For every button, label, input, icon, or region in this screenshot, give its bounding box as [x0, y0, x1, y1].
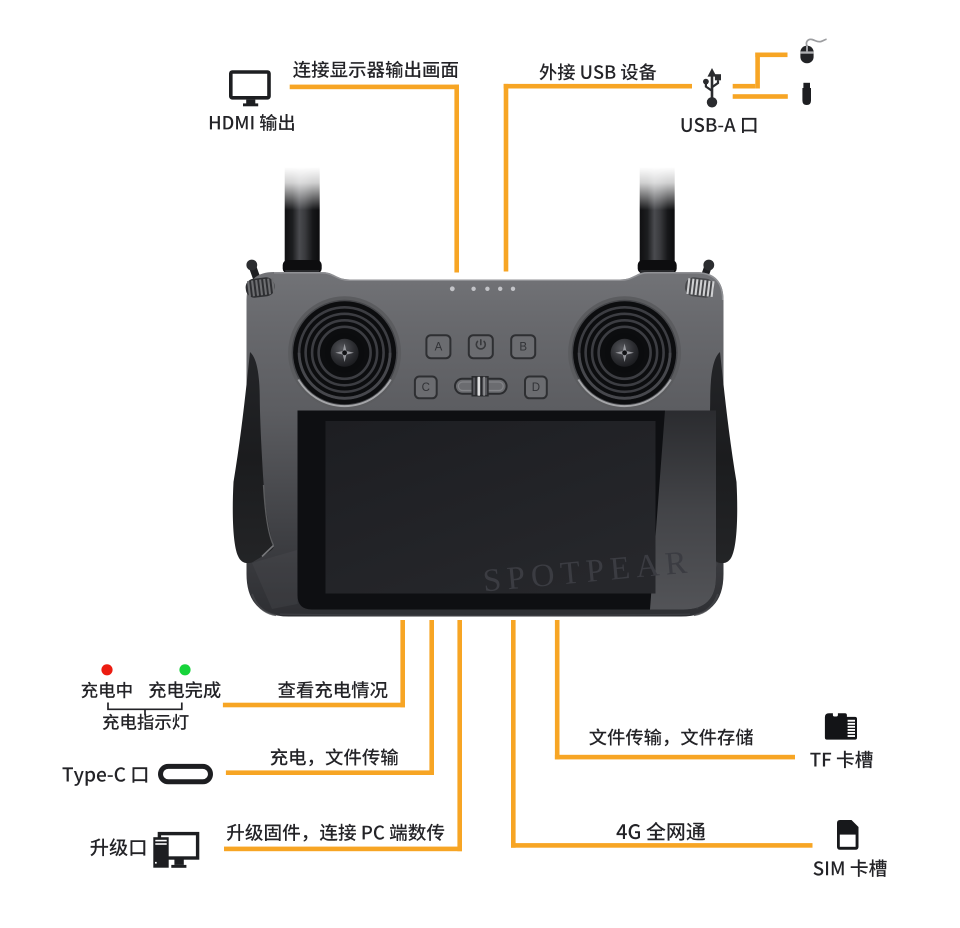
svg-text:C: C	[422, 382, 430, 394]
svg-text:B: B	[519, 341, 527, 353]
svg-text:D: D	[532, 382, 540, 394]
svg-text:A: A	[435, 341, 443, 353]
